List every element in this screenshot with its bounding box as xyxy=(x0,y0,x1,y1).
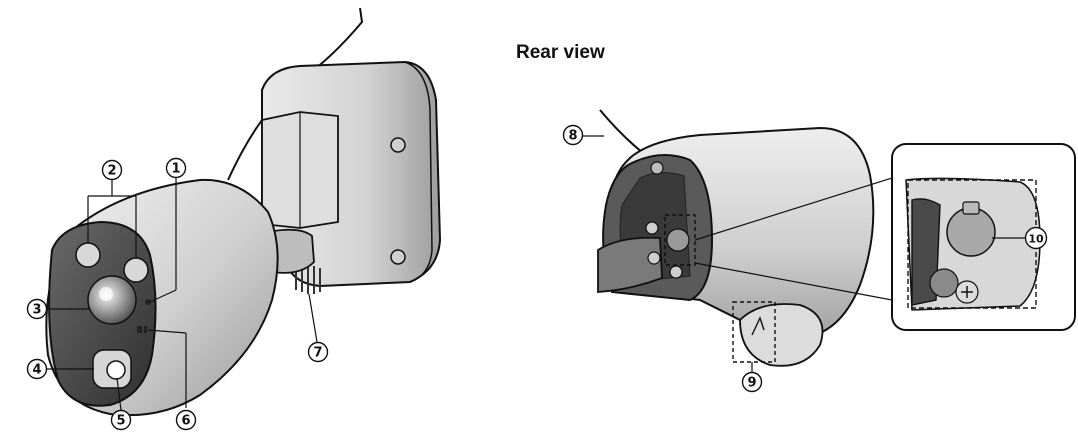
light-right xyxy=(123,257,149,283)
callout-9: 9 xyxy=(741,371,763,393)
callout-10: 10 xyxy=(1024,226,1048,250)
motion-sensor xyxy=(106,360,126,380)
callout-8: 8 xyxy=(562,124,584,146)
svg-text:8: 8 xyxy=(568,129,577,144)
svg-text:3: 3 xyxy=(32,303,41,318)
svg-text:5: 5 xyxy=(116,414,125,429)
callout-2: 2 xyxy=(101,159,123,181)
callout-1: 1 xyxy=(165,157,187,179)
front-view: 1 2 3 4 5 6 7 xyxy=(26,7,442,431)
mount-screw-top xyxy=(390,137,406,153)
svg-text:4: 4 xyxy=(32,363,41,378)
rear-view: 8 9 10 xyxy=(562,109,1076,393)
battery-cap-small xyxy=(666,228,690,252)
callout-6: 6 xyxy=(175,409,197,431)
callout-3: 3 xyxy=(26,298,48,320)
rear-screw-1 xyxy=(645,221,659,235)
svg-text:7: 7 xyxy=(313,346,322,361)
svg-text:1: 1 xyxy=(171,162,180,177)
callout-7: 7 xyxy=(307,341,329,363)
rear-screw-3 xyxy=(669,265,683,279)
magnified-detail xyxy=(905,177,1041,311)
callout-4: 4 xyxy=(26,358,48,380)
svg-text:2: 2 xyxy=(107,164,116,179)
callout-5: 5 xyxy=(110,409,132,431)
svg-text:6: 6 xyxy=(181,414,190,429)
rear-view-title: Rear view xyxy=(516,42,605,63)
rear-mount-strap xyxy=(597,236,663,293)
battery-cap-large xyxy=(946,207,996,257)
detail-box-bottom xyxy=(732,301,776,363)
rear-screw-2 xyxy=(647,251,661,265)
camera-lens xyxy=(87,275,137,325)
status-indicator xyxy=(145,299,151,305)
svg-text:9: 9 xyxy=(747,376,756,391)
svg-text:10: 10 xyxy=(1028,233,1044,246)
microphone-holes xyxy=(137,326,142,333)
mount-screw-bottom xyxy=(390,249,406,265)
light-left xyxy=(75,242,101,268)
detail-box-small xyxy=(664,214,696,266)
mount-arm xyxy=(267,228,315,274)
speaker-grille xyxy=(295,266,321,294)
